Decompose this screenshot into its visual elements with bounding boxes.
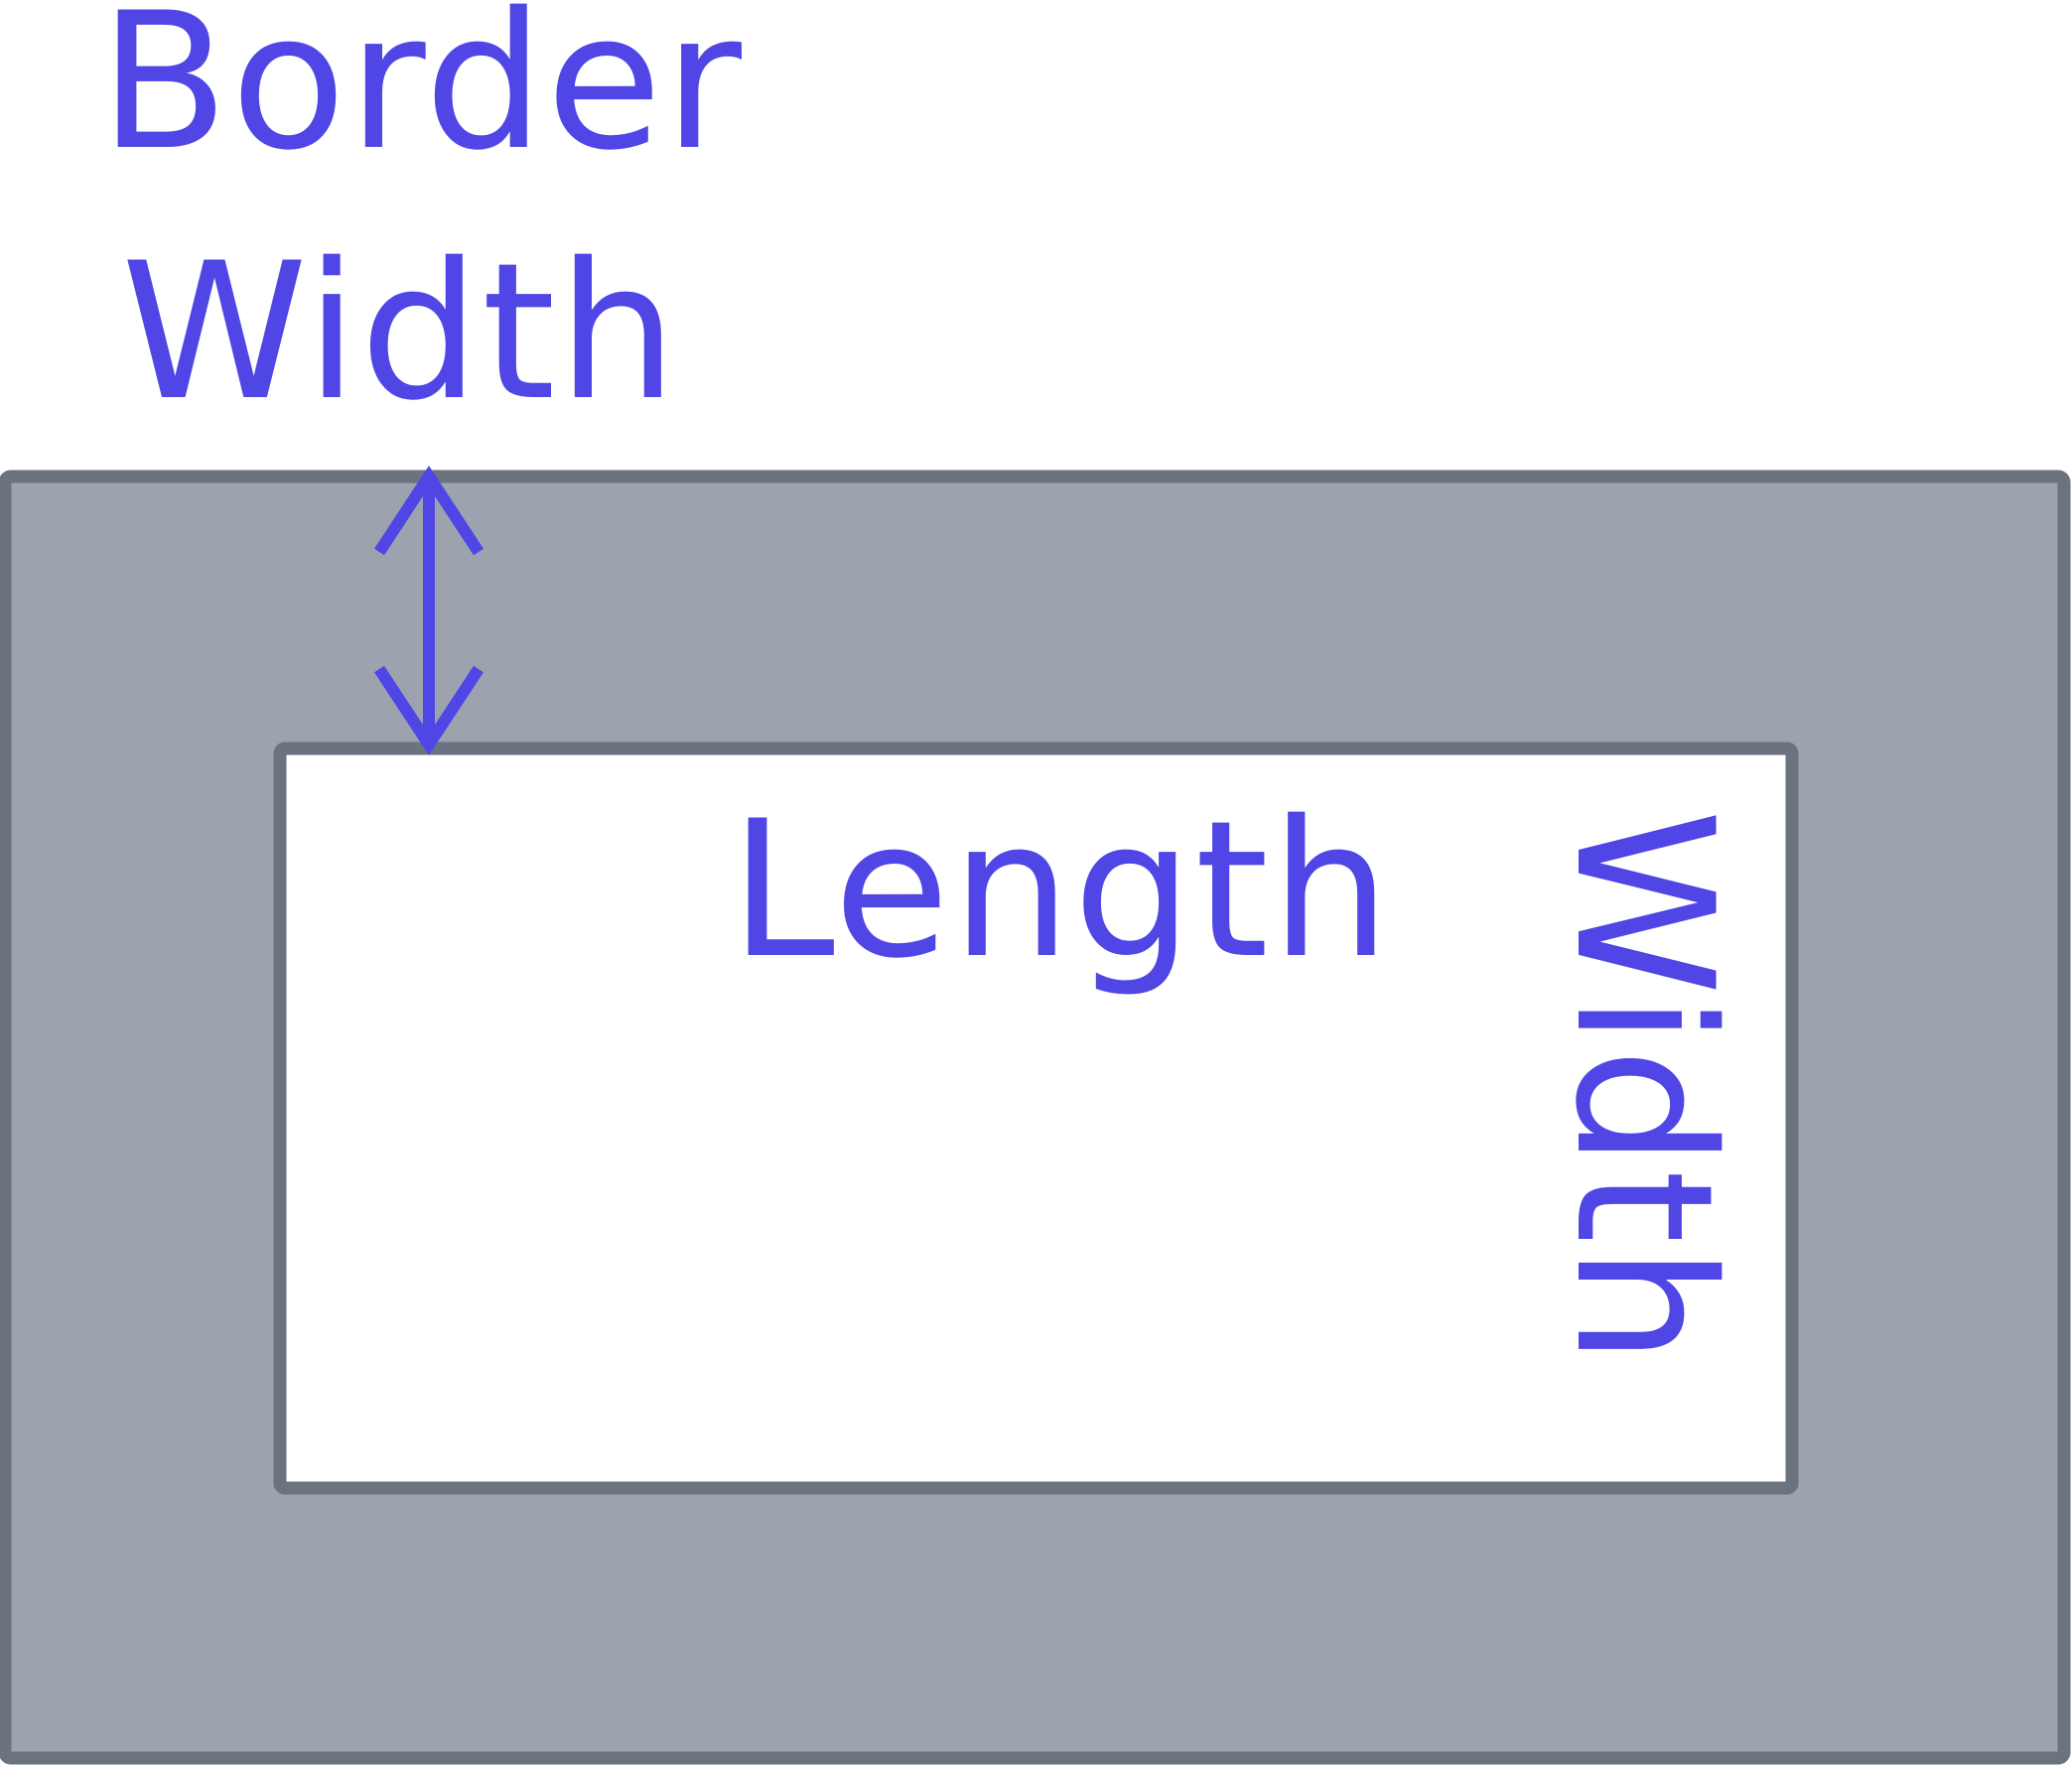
- length-label: Length: [730, 780, 1392, 1000]
- double-headed-arrow-icon: [373, 466, 484, 755]
- inner-width-label: Width: [1534, 809, 1753, 1367]
- inner-content-box: [273, 742, 1799, 1495]
- title-line-1: Border: [99, 0, 744, 192]
- title-line-2: Width: [121, 222, 679, 442]
